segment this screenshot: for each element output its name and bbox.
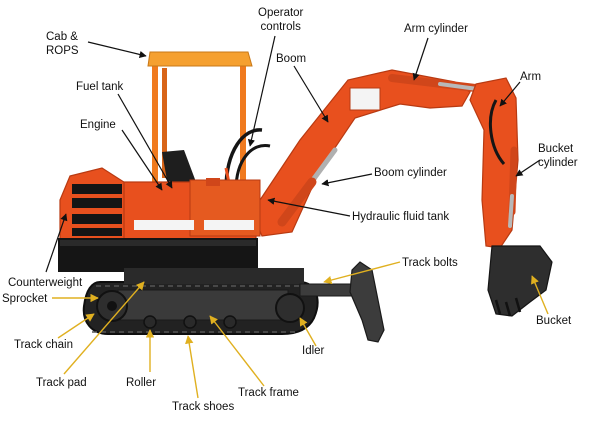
undercarriage [82, 268, 319, 335]
label-track-frame: Track frame [238, 387, 299, 399]
leader-track-chain [57, 313, 95, 339]
leader-hydraulic-fluid-tank [267, 197, 351, 217]
label-boom: Boom [276, 53, 307, 65]
leader-track-shoes [185, 335, 199, 399]
leader-operator-controls [247, 35, 276, 147]
bucket [487, 245, 553, 317]
leader-arm-cylinder [412, 37, 429, 81]
label-arm-cylinder: Arm cylinder [404, 23, 468, 35]
leader-bucket-cylinder [515, 159, 541, 177]
label-operator-controls: Operator controls [258, 7, 304, 33]
leader-lines-track [52, 261, 549, 399]
leader-boom-cylinder [321, 173, 373, 187]
leader-idler [299, 317, 317, 347]
roller-wheel [143, 315, 157, 329]
label-idler: Idler [302, 345, 325, 357]
label-counterweight: Counterweight [8, 277, 83, 289]
rops-frame [147, 51, 253, 190]
label-sprocket: Sprocket [2, 293, 48, 305]
boom-cylinder [277, 147, 338, 227]
leader-boom [293, 65, 329, 123]
leader-track-pad [63, 281, 145, 375]
leader-counterweight [45, 213, 68, 273]
idler-wheel [275, 293, 305, 323]
leader-track-bolts [323, 261, 401, 285]
label-arm: Arm [520, 71, 542, 83]
label-track-bolts: Track bolts [402, 257, 458, 269]
label-engine: Engine [80, 119, 116, 131]
fuel-cap [206, 178, 220, 186]
leader-lines [45, 35, 541, 273]
label-bucket-cylinder: Bucket cylinder [538, 143, 578, 169]
engine-vent-1 [72, 184, 122, 194]
label-roller: Roller [126, 377, 157, 389]
bucket-cylinder [508, 146, 518, 228]
leader-engine [121, 129, 163, 191]
leader-arm [499, 81, 521, 107]
house-stripe-right [204, 220, 254, 230]
engine-vent-2 [72, 198, 122, 208]
leader-bucket [531, 275, 549, 315]
leader-fuel-tank [117, 93, 173, 189]
engine-vent-4 [72, 228, 122, 236]
label-fuel-tank: Fuel tank [76, 81, 124, 93]
label-track-pad: Track pad [36, 377, 87, 389]
label-track-chain: Track chain [14, 339, 74, 351]
upper-house [58, 167, 261, 272]
label-track-shoes: Track shoes [172, 401, 235, 413]
label-boom-cylinder: Boom cylinder [374, 167, 447, 179]
leader-track-frame [209, 315, 265, 387]
engine-vent-3 [72, 214, 122, 224]
label-bucket: Bucket [536, 315, 572, 327]
house-stripe-left [134, 220, 194, 230]
label-hydraulic-fluid-tank: Hydraulic fluid tank [352, 211, 450, 223]
label-cab-rops: Cab & ROPS [46, 31, 79, 57]
boom-decal [349, 87, 381, 111]
leader-cab-rops [87, 41, 147, 58]
